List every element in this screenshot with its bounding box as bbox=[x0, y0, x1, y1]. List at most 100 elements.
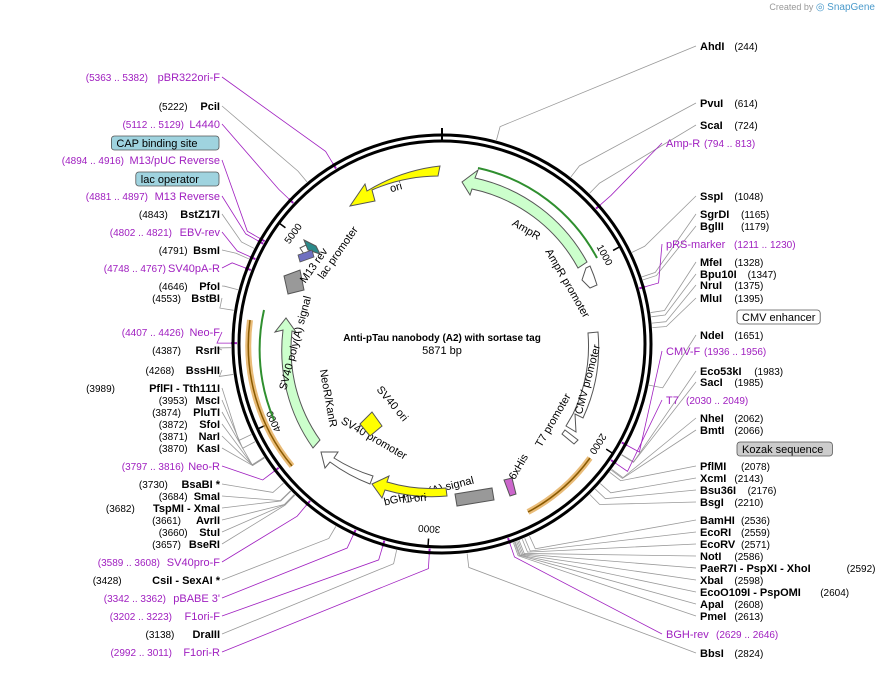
enzyme-label[interactable]: PflMI(2078) bbox=[700, 461, 770, 473]
enzyme-label[interactable]: Bsu36I(2176) bbox=[700, 485, 777, 497]
site-position: (5222) bbox=[159, 102, 188, 113]
enzyme-label[interactable]: MluI(1395) bbox=[700, 293, 763, 305]
enzyme-label[interactable]: Bpu10I(1347) bbox=[700, 269, 777, 281]
leader-line bbox=[221, 447, 265, 467]
enzyme-label[interactable]: BsmI(4791) bbox=[159, 245, 220, 257]
sv40-ori-feature[interactable] bbox=[359, 411, 383, 437]
enzyme-label[interactable]: BseRI(3657) bbox=[152, 539, 220, 551]
credit-brand: SnapGene bbox=[827, 2, 875, 13]
enzyme-label[interactable]: BglII(1179) bbox=[700, 221, 769, 233]
leader-line bbox=[221, 465, 275, 481]
primer-label[interactable]: pRS-marker(1211 .. 1230) bbox=[666, 239, 796, 251]
feature-box-label[interactable]: CMV enhancer bbox=[736, 309, 821, 325]
enzyme-label[interactable]: ApaI(2608) bbox=[700, 599, 763, 611]
primer-label[interactable]: Neo-R(3797 .. 3816) bbox=[122, 461, 220, 473]
enzyme-label[interactable]: SmaI(3684) bbox=[159, 491, 220, 503]
enzyme-label[interactable]: BmtI(2066) bbox=[700, 425, 763, 437]
leader-line bbox=[221, 249, 250, 260]
primer-label[interactable]: F1ori-F(3202 .. 3223) bbox=[110, 611, 221, 623]
enzyme-label[interactable]: NdeI(1651) bbox=[700, 330, 763, 342]
site-position: (3660) bbox=[159, 528, 188, 539]
f1-ori-arrow[interactable] bbox=[371, 475, 448, 500]
primer-label[interactable]: M13 Reverse(4881 .. 4897) bbox=[86, 191, 220, 203]
enzyme-label[interactable]: BstBI(4553) bbox=[152, 293, 220, 305]
enzyme-label[interactable]: BsgI(2210) bbox=[700, 497, 763, 509]
plasmid-size: 5871 bp bbox=[422, 345, 462, 357]
leader-line bbox=[610, 429, 697, 479]
enzyme-label[interactable]: PaeR7I - PspXI - XhoI(2592) bbox=[700, 563, 876, 575]
enzyme-label[interactable]: PciI(5222) bbox=[159, 101, 220, 113]
primer-label[interactable]: CMV-F(1936 .. 1956) bbox=[666, 346, 766, 358]
t7-promoter-arrow[interactable] bbox=[561, 429, 579, 445]
enzyme-label[interactable]: CsiI - SexAI *(3428) bbox=[93, 575, 221, 587]
primer-label[interactable]: pBABE 3'(3342 .. 3362) bbox=[104, 593, 220, 605]
primer-label[interactable]: BGH-rev(2629 .. 2646) bbox=[666, 629, 778, 641]
enzyme-label[interactable]: MfeI(1328) bbox=[700, 257, 763, 269]
ampr-label: AmpR bbox=[510, 217, 543, 243]
enzyme-label[interactable]: SgrDI(1165) bbox=[700, 209, 769, 221]
primer-label[interactable]: T7(2030 .. 2049) bbox=[666, 395, 748, 407]
enzyme-label[interactable]: NarI(3871) bbox=[159, 431, 220, 443]
enzyme-label[interactable]: XcmI(2143) bbox=[700, 473, 763, 485]
enzyme-label[interactable]: ScaI(724) bbox=[700, 120, 758, 132]
ori-feature-arrow[interactable] bbox=[348, 165, 441, 207]
site-name: EcoRV bbox=[700, 539, 736, 551]
enzyme-label[interactable]: NruI(1375) bbox=[700, 280, 763, 292]
enzyme-label[interactable]: PflFI - Tth111I(3989) bbox=[86, 383, 220, 395]
primer-label[interactable]: pBR322ori-F(5363 .. 5382) bbox=[86, 72, 221, 84]
feature-box-label[interactable]: lac operator bbox=[135, 171, 220, 187]
enzyme-label[interactable]: BbsI(2824) bbox=[700, 648, 763, 660]
bgh-polya-feature[interactable] bbox=[454, 487, 495, 507]
enzyme-label[interactable]: EcoRV(2571) bbox=[700, 539, 770, 551]
enzyme-label[interactable]: SspI(1048) bbox=[700, 191, 763, 203]
site-position: (1983) bbox=[754, 367, 783, 378]
enzyme-label[interactable]: MscI(3953) bbox=[159, 395, 220, 407]
primer-label[interactable]: SV40pro-F(3589 .. 3608) bbox=[98, 557, 221, 569]
enzyme-label[interactable]: EcoRI(2559) bbox=[700, 527, 770, 539]
enzyme-label[interactable]: AhdI(244) bbox=[700, 41, 758, 53]
enzyme-label[interactable]: SfoI(3872) bbox=[159, 419, 220, 431]
site-position: (2992 .. 3011) bbox=[110, 648, 172, 659]
neor-kanr-arrow[interactable] bbox=[273, 317, 321, 449]
enzyme-label[interactable]: EcoO109I - PspOMI(2604) bbox=[700, 587, 849, 599]
enzyme-label[interactable]: BstZ17I(4843) bbox=[139, 209, 220, 221]
enzyme-label[interactable]: BamHI(2536) bbox=[700, 515, 770, 527]
primer-label[interactable]: EBV-rev(4802 .. 4821) bbox=[110, 227, 221, 239]
primer-label[interactable]: Amp-R(794 .. 813) bbox=[666, 138, 755, 150]
primer-label[interactable]: F1ori-R (2992 .. 3011) bbox=[110, 647, 220, 659]
sv40-polya-feature[interactable] bbox=[283, 269, 305, 295]
feature-box-label[interactable]: Kozak sequence bbox=[736, 441, 833, 457]
enzyme-label[interactable]: AvrII(3661) bbox=[152, 515, 220, 527]
enzyme-label[interactable]: BssHII(4268) bbox=[145, 365, 220, 377]
cmv-promoter-arrow[interactable] bbox=[565, 331, 600, 433]
primer-label[interactable]: SV40pA-R(4748 .. 4767) bbox=[104, 263, 220, 275]
enzyme-label[interactable]: KasI(3870) bbox=[159, 443, 220, 455]
enzyme-label[interactable]: StuI(3660) bbox=[159, 527, 220, 539]
ampr-feature-arrow[interactable] bbox=[461, 168, 588, 269]
feature-box-label[interactable]: CAP binding site bbox=[111, 135, 220, 151]
enzyme-label[interactable]: XbaI(2598) bbox=[700, 575, 763, 587]
primer-label[interactable]: M13/pUC Reverse(4894 .. 4916) bbox=[62, 155, 220, 167]
leader-line bbox=[496, 45, 697, 141]
enzyme-label[interactable]: Eco53kI(1983) bbox=[700, 366, 783, 378]
enzyme-label[interactable]: NotI(2586) bbox=[700, 551, 763, 563]
sv40-promoter-arrow[interactable] bbox=[320, 451, 374, 485]
site-name: F1ori-R bbox=[183, 647, 220, 659]
enzyme-label[interactable]: SacI(1985) bbox=[700, 377, 763, 389]
enzyme-label[interactable]: PvuI(614) bbox=[700, 98, 758, 110]
primer-label[interactable]: L4440(5112 .. 5129) bbox=[122, 119, 220, 131]
enzyme-label[interactable]: DraIII(3138) bbox=[145, 629, 220, 641]
6xhis-feature[interactable] bbox=[503, 477, 517, 497]
enzyme-label[interactable]: BsaBI *(3730) bbox=[139, 479, 221, 491]
primer-label[interactable]: Neo-F(4407 .. 4426) bbox=[122, 327, 221, 339]
enzyme-label[interactable]: NheI(2062) bbox=[700, 413, 763, 425]
enzyme-label[interactable]: TspMI - XmaI(3682) bbox=[106, 503, 220, 515]
lac-promoter-feature[interactable] bbox=[303, 238, 321, 255]
enzyme-label[interactable]: PmeI(2613) bbox=[700, 611, 763, 623]
site-name: BsaBI * bbox=[181, 479, 220, 491]
leader-line bbox=[615, 399, 663, 472]
enzyme-label[interactable]: PfoI(4646) bbox=[159, 281, 220, 293]
enzyme-label[interactable]: PluTI(3874) bbox=[152, 407, 220, 419]
enzyme-label[interactable]: RsrII(4387) bbox=[152, 345, 220, 357]
ampr-promoter-arrow[interactable] bbox=[581, 265, 598, 289]
